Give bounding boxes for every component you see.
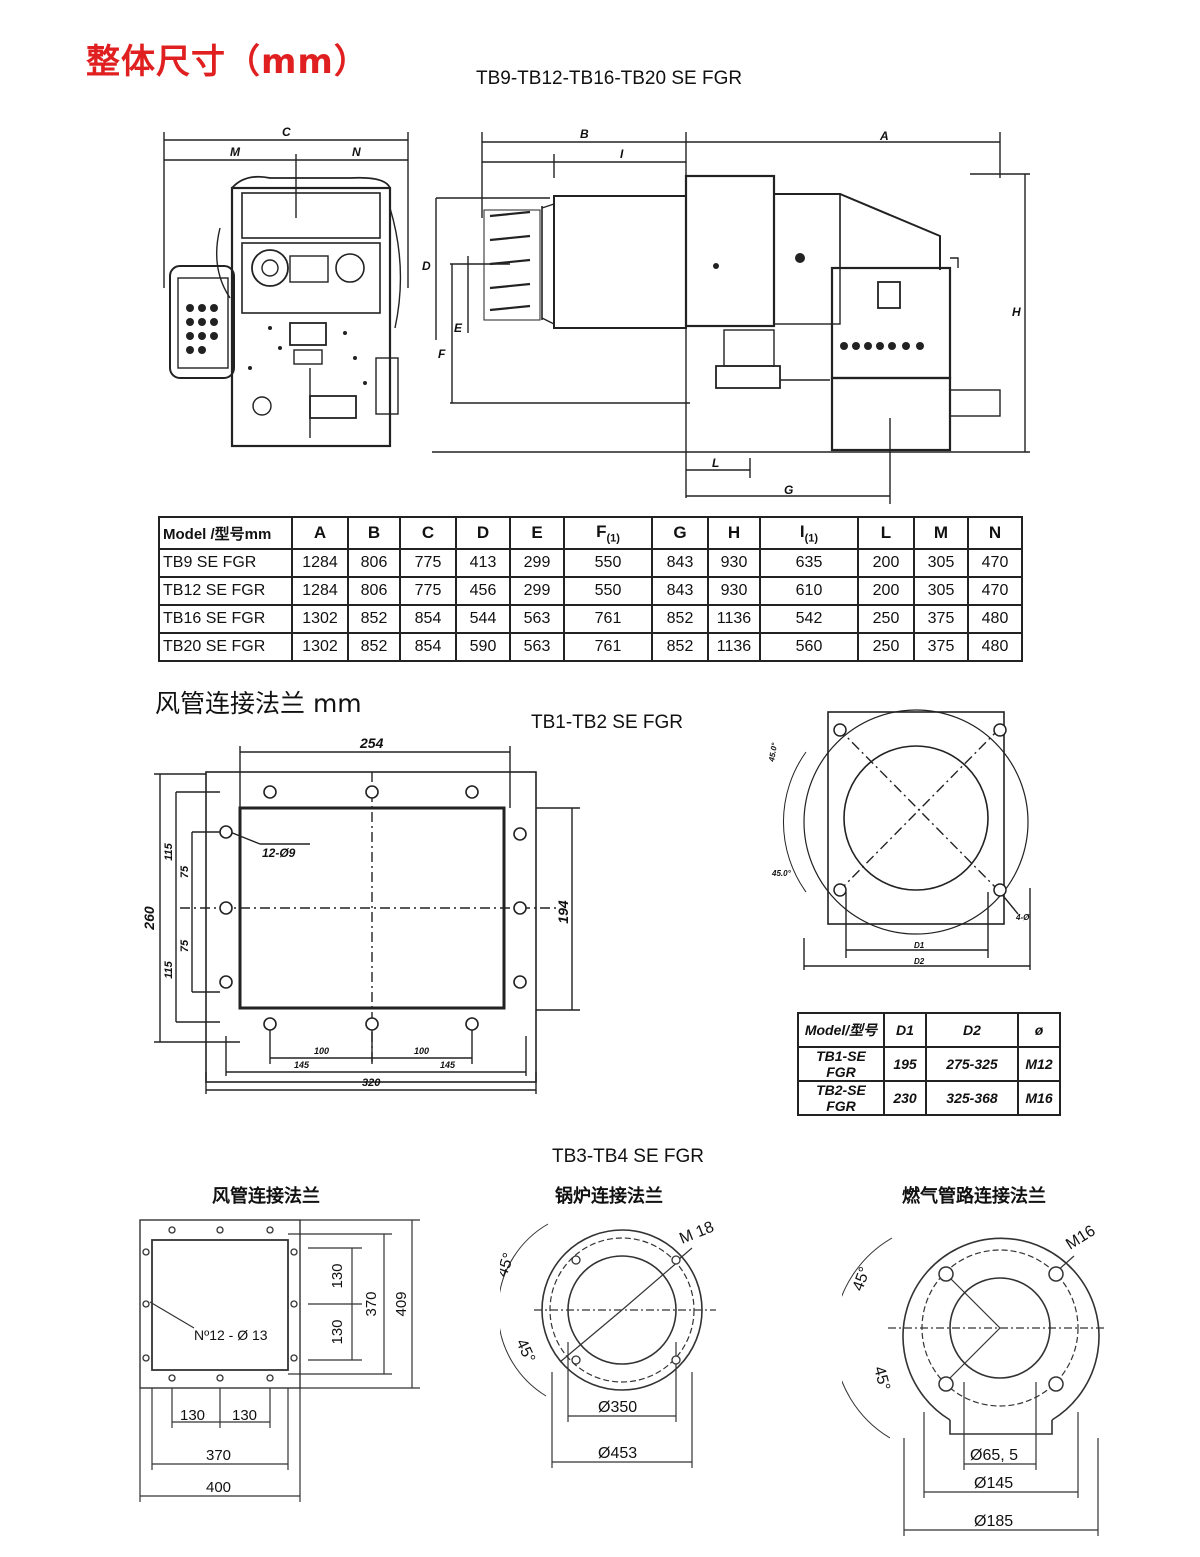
gas-angle-45-a: 45° bbox=[850, 1265, 874, 1294]
v-dim-370: 370 bbox=[363, 1291, 380, 1316]
dim-d65-5: Ø65, 5 bbox=[970, 1447, 1018, 1464]
tb34-gas-flange-drawing: 45° 45° M16 Ø65, 5 Ø145 Ø185 bbox=[842, 1222, 1104, 1536]
dim-d185: Ø185 bbox=[974, 1513, 1013, 1530]
table-row: TB16 SE FGR 1302 852 854 544 563 761 852… bbox=[158, 604, 1023, 634]
holes-12-d13: Nº12 - Ø 13 bbox=[194, 1327, 268, 1343]
dim-d145: Ø145 bbox=[974, 1475, 1013, 1492]
table-row: TB1-SE FGR 195 275-325 M12 bbox=[797, 1046, 1061, 1082]
table-row: TB2-SE FGR 230 325-368 M16 bbox=[797, 1080, 1061, 1116]
table-row: TB9 SE FGR 1284 806 775 413 299 550 843 … bbox=[158, 548, 1023, 578]
col-l: L bbox=[857, 516, 915, 550]
col-i: I(1) bbox=[759, 516, 859, 550]
col-g: G bbox=[651, 516, 709, 550]
dim-115-top: 115 bbox=[163, 842, 175, 860]
tb34-boiler-flange-label: 锅炉连接法兰 bbox=[555, 1186, 663, 1207]
h-dim-130-left: 130 bbox=[180, 1407, 205, 1424]
dim-d453: Ø453 bbox=[598, 1445, 637, 1462]
table-header-row: Model/型号 D1 D2 ø bbox=[797, 1012, 1061, 1048]
dim-d1: D1 bbox=[914, 941, 925, 950]
page-title: 整体尺寸（mm） bbox=[86, 42, 369, 82]
h-dim-400: 400 bbox=[206, 1479, 231, 1496]
tb12-round-flange-drawing: 45.0° 45.0° 4-Ø D1 D2 bbox=[768, 709, 1031, 970]
gas-angle-45-b: 45° bbox=[870, 1365, 893, 1393]
tb12-subtitle: TB1-TB2 SE FGR bbox=[531, 712, 684, 733]
dim-label-h: H bbox=[1012, 305, 1021, 319]
dim-320: 320 bbox=[362, 1077, 381, 1089]
col-h: H bbox=[707, 516, 761, 550]
thread-m16: M16 bbox=[1063, 1222, 1098, 1253]
table-row: TB12 SE FGR 1284 806 775 456 299 550 843… bbox=[158, 576, 1023, 606]
dim-label-n: N bbox=[352, 145, 361, 159]
section-duct-flange-title: 风管连接法兰 mm bbox=[155, 689, 362, 718]
angle-45-top: 45.0° bbox=[768, 742, 779, 764]
dim-label-l: L bbox=[712, 456, 719, 470]
dim-260: 260 bbox=[141, 906, 157, 931]
col-f: F(1) bbox=[563, 516, 653, 550]
tb34-subtitle: TB3-TB4 SE FGR bbox=[552, 1146, 705, 1167]
tb34-duct-flange-drawing: Nº12 - Ø 13 130 130 370 409 130 130 370 … bbox=[139, 1219, 420, 1502]
dimension-table: Model /型号mm A B C D E F(1) G H I(1) L M … bbox=[158, 516, 1023, 662]
dim-115-bottom: 115 bbox=[163, 960, 175, 978]
dim-d2: D2 bbox=[914, 957, 925, 966]
dim-label-e: E bbox=[454, 321, 463, 335]
table-row: TB20 SE FGR 1302 852 854 590 563 761 852… bbox=[158, 632, 1023, 662]
dim-145-left: 145 bbox=[294, 1060, 310, 1070]
dim-145-right: 145 bbox=[440, 1060, 456, 1070]
col-m: M bbox=[913, 516, 969, 550]
dim-label-f: F bbox=[438, 347, 446, 361]
col-a: A bbox=[291, 516, 349, 550]
dim-label-d: D bbox=[422, 259, 431, 273]
col-b: B bbox=[347, 516, 401, 550]
col-n: N bbox=[967, 516, 1023, 550]
holes-4-d: 4-Ø bbox=[1015, 913, 1030, 922]
tb34-gas-flange-label: 燃气管路连接法兰 bbox=[902, 1186, 1046, 1207]
angle-45-mid: 45.0° bbox=[771, 869, 792, 878]
dim-label-c: C bbox=[282, 125, 291, 139]
col-model: Model /型号mm bbox=[158, 516, 293, 550]
dim-d350: Ø350 bbox=[598, 1399, 637, 1416]
dim-254: 254 bbox=[359, 735, 384, 751]
col-c: C bbox=[399, 516, 457, 550]
tb12-model-table: Model/型号 D1 D2 ø TB1-SE FGR 195 275-325 … bbox=[797, 1012, 1061, 1116]
dim-100-right: 100 bbox=[414, 1046, 429, 1056]
main-subtitle: TB9-TB12-TB16-TB20 SE FGR bbox=[476, 68, 743, 89]
dim-label-i: I bbox=[620, 147, 624, 161]
dim-label-g: G bbox=[784, 483, 793, 497]
col-e: E bbox=[509, 516, 565, 550]
v-dim-130-top: 130 bbox=[329, 1263, 346, 1288]
angle-45-b: 45° bbox=[512, 1337, 538, 1366]
v-dim-130-bottom: 130 bbox=[329, 1319, 346, 1344]
dim-label-b: B bbox=[580, 127, 589, 141]
h-dim-370: 370 bbox=[206, 1447, 231, 1464]
table-header-row: Model /型号mm A B C D E F(1) G H I(1) L M … bbox=[158, 516, 1023, 550]
holes-12-d9: 12-Ø9 bbox=[262, 846, 296, 860]
h-dim-130-right: 130 bbox=[232, 1407, 257, 1424]
tb34-boiler-flange-drawing: 45° 45° M 18 Ø350 Ø453 bbox=[500, 1219, 717, 1468]
tb12-square-flange-drawing: 254 260 194 115 75 75 115 12-Ø9 100 100 … bbox=[141, 735, 580, 1094]
dim-100-left: 100 bbox=[314, 1046, 329, 1056]
burner-dimension-drawing: C M N B A I D E F H L G bbox=[163, 125, 1030, 504]
v-dim-409: 409 bbox=[393, 1291, 410, 1316]
dim-75-bottom: 75 bbox=[179, 939, 191, 952]
tb34-duct-flange-label: 风管连接法兰 bbox=[212, 1186, 320, 1207]
col-d: D bbox=[455, 516, 511, 550]
dim-194: 194 bbox=[555, 900, 571, 924]
thread-m18: M 18 bbox=[677, 1219, 716, 1248]
dim-label-m: M bbox=[230, 145, 241, 159]
dim-75-top: 75 bbox=[179, 865, 191, 878]
dim-label-a: A bbox=[879, 129, 889, 143]
